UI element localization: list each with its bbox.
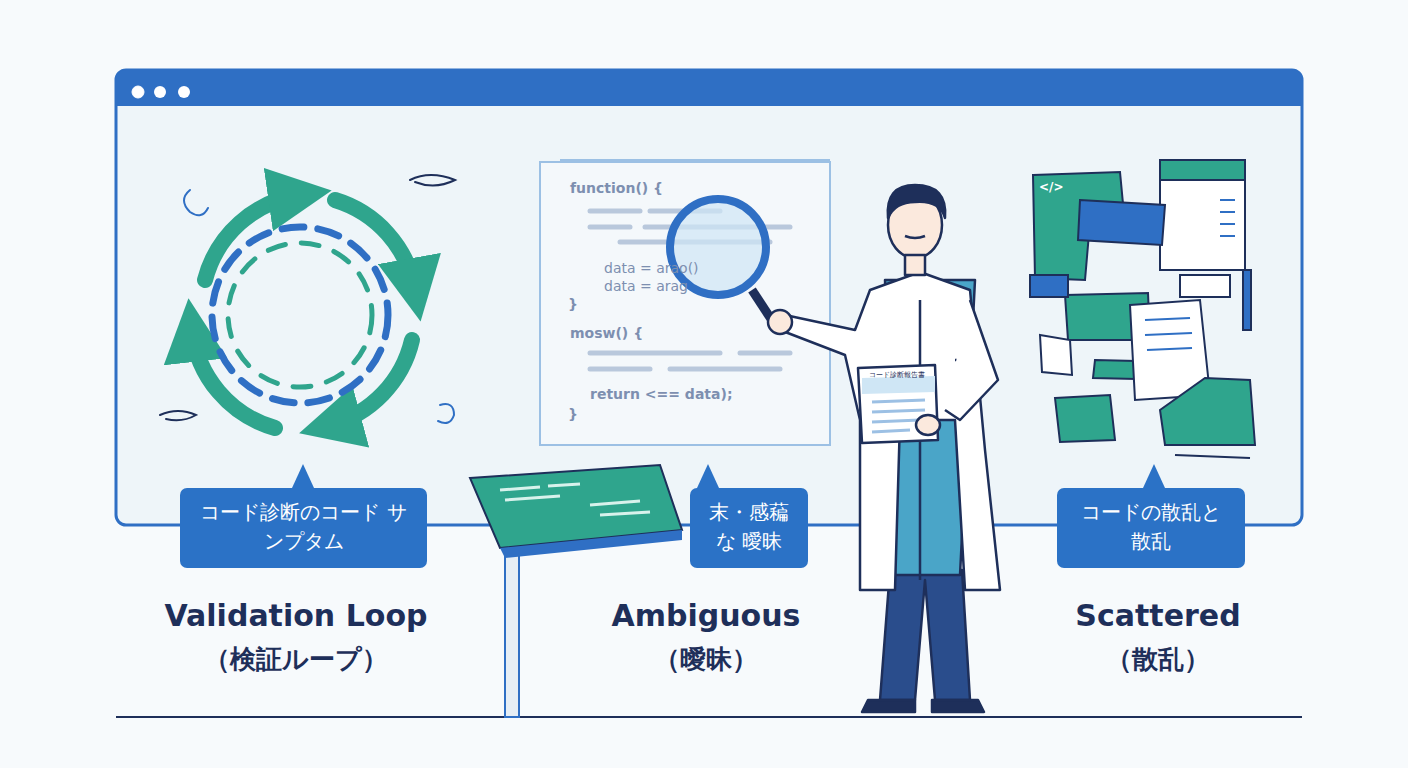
scattered-fragments <box>1030 160 1255 458</box>
code-line: data = arao() <box>604 260 699 276</box>
section-subtitle: （曖昧） <box>654 642 758 677</box>
section-subtitle: （散乱） <box>1106 642 1210 677</box>
code-line: } <box>568 296 578 312</box>
code-line: data = arag <box>604 278 688 294</box>
callout-box: コード診断のコード サンプタム <box>180 488 427 568</box>
code-icon: </> <box>1039 180 1064 194</box>
callout-text: 末・感藊な 曖昧 <box>704 498 794 556</box>
code-line: return <== data); <box>590 386 732 402</box>
title-bar <box>116 70 1302 106</box>
callout-text: コードの散乱と 散乱 <box>1071 498 1231 556</box>
podium <box>470 465 682 717</box>
code-line: } <box>568 406 578 422</box>
section-title: Validation Loop <box>165 598 428 633</box>
window-frame <box>116 70 1302 525</box>
section-title: Ambiguous <box>612 598 801 633</box>
code-line: function() { <box>570 180 663 196</box>
section-title: Scattered <box>1075 598 1240 633</box>
code-line: mosw() { <box>570 325 643 341</box>
report-title: コード診断報告書 <box>869 370 925 380</box>
callout-box: コードの散乱と 散乱 <box>1057 488 1245 568</box>
validation-cycle <box>160 175 455 428</box>
code-panel <box>540 162 830 445</box>
callout-box: 末・感藊な 曖昧 <box>690 488 808 568</box>
callout-text: コード診断のコード サンプタム <box>194 498 413 556</box>
section-subtitle: （検証ループ） <box>204 642 388 677</box>
